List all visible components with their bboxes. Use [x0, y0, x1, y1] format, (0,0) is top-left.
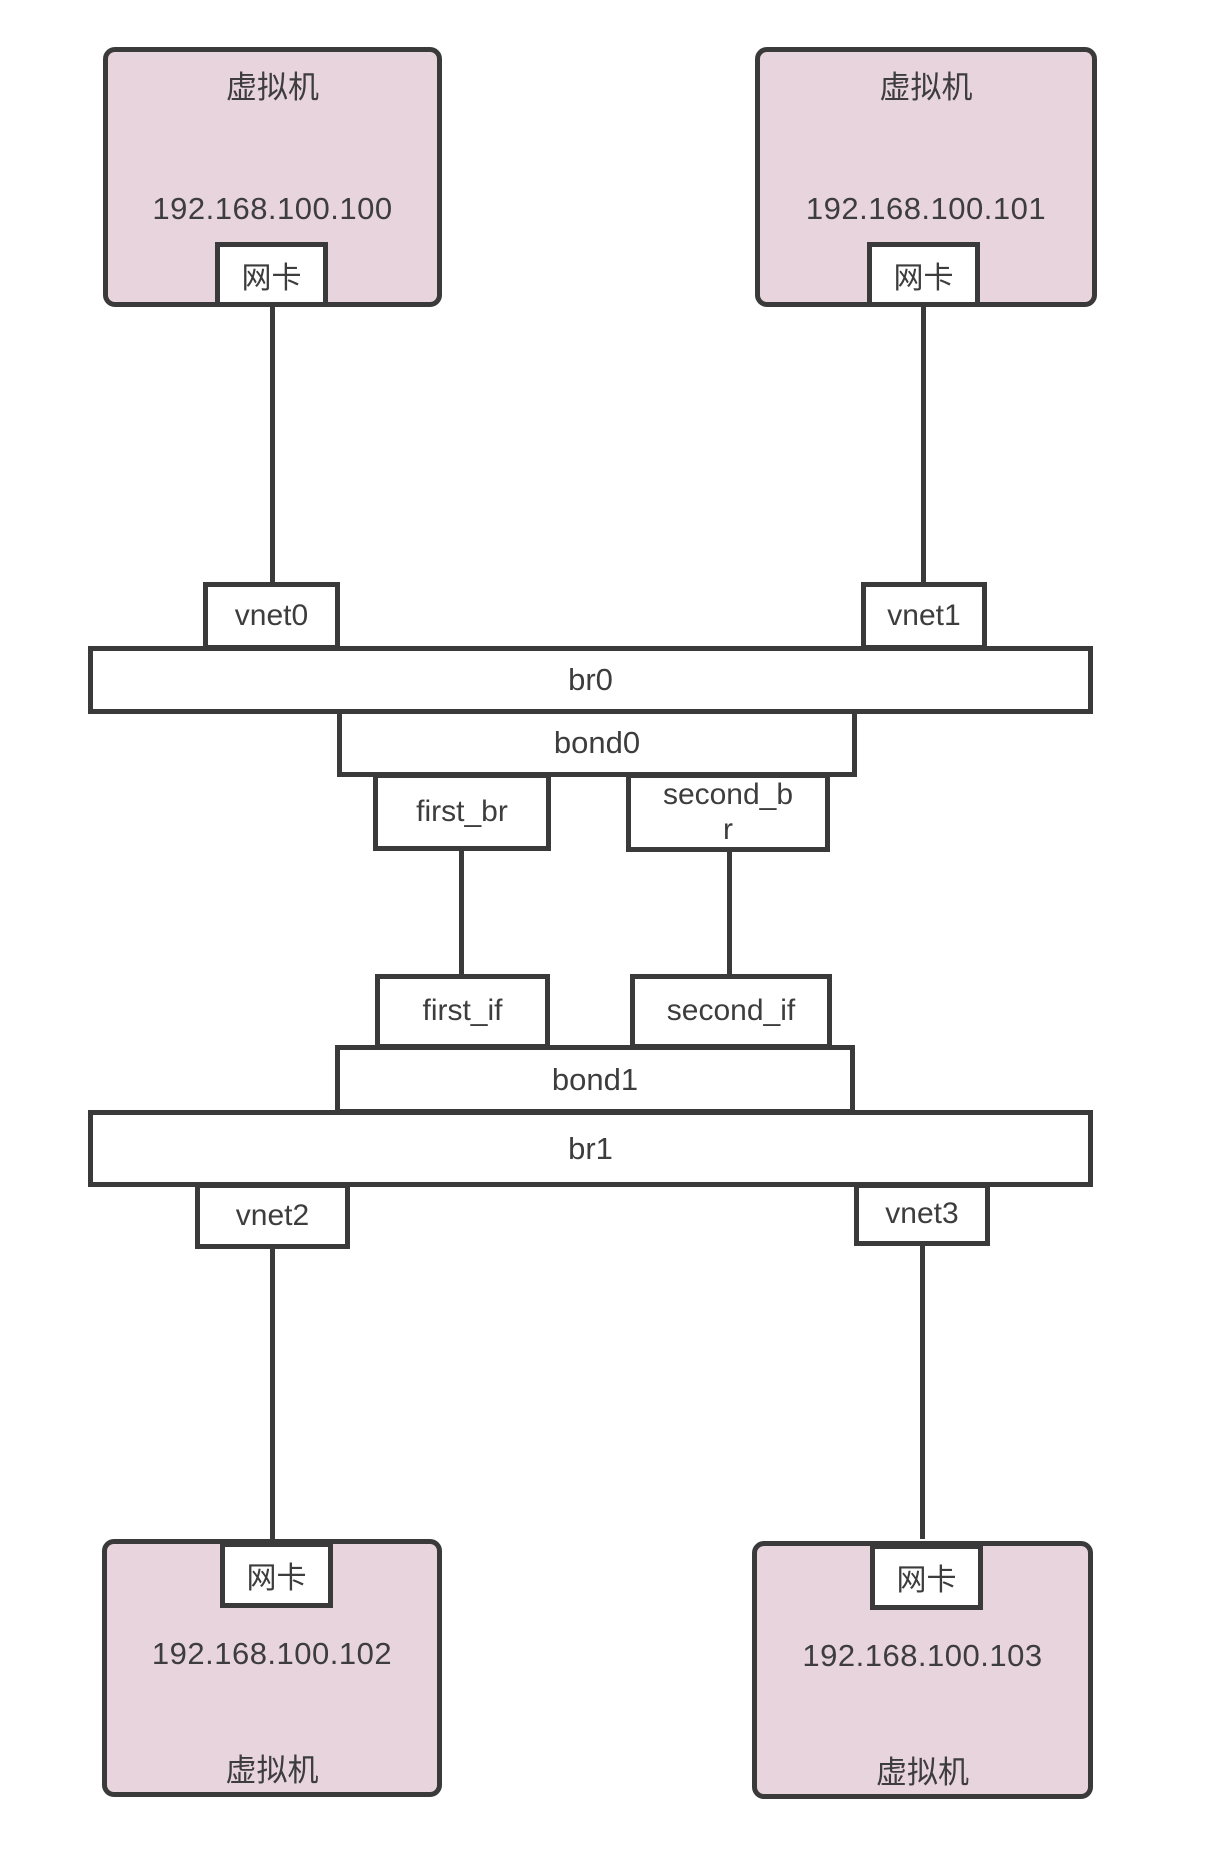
connector-vnet2-to-vm3-nic	[270, 1249, 275, 1539]
connector-vm2-nic-to-vnet1	[921, 307, 926, 582]
vnet3-label: vnet3	[885, 1197, 959, 1231]
connector-second-br-to-second-if	[727, 852, 732, 974]
vm-top-left-title: 虚拟机	[226, 70, 319, 105]
connector-vnet3-to-vm4-nic	[920, 1246, 925, 1539]
vm-bottom-right-title: 虚拟机	[876, 1755, 969, 1790]
node-first-br: first_br	[373, 773, 551, 851]
br0-label: br0	[568, 662, 613, 697]
bond1-label: bond1	[551, 1061, 639, 1097]
vm-top-right-ip: 192.168.100.101	[805, 191, 1047, 226]
vnet2-label: vnet2	[235, 1198, 310, 1232]
vm-bottom-left: 网卡 192.168.100.102 虚拟机	[102, 1539, 442, 1797]
vm-bottom-left-title: 虚拟机	[225, 1753, 319, 1788]
nic-label: 网卡	[896, 1564, 957, 1597]
vm-bottom-right-ip: 192.168.100.103	[802, 1638, 1043, 1673]
node-second-if: second_if	[630, 974, 832, 1049]
first-if-label: first_if	[422, 994, 503, 1028]
vm-top-right: 虚拟机 192.168.100.101 网卡	[755, 47, 1097, 307]
vnet1-label: vnet1	[887, 598, 961, 632]
bridge-br1: br1	[88, 1110, 1093, 1187]
vm-top-right-title: 虚拟机	[879, 70, 973, 105]
node-vnet0: vnet0	[203, 582, 340, 650]
node-first-if: first_if	[375, 974, 550, 1049]
bond0-label: bond0	[553, 725, 641, 760]
vm-bottom-left-ip: 192.168.100.102	[151, 1636, 393, 1671]
second-if-label: second_if	[666, 994, 796, 1028]
connector-first-br-to-first-if	[459, 851, 464, 974]
vm-top-left-nic: 网卡	[215, 242, 328, 307]
vm-bottom-right: 网卡 192.168.100.103 虚拟机	[752, 1541, 1093, 1799]
node-second-br: second_br	[626, 773, 830, 852]
node-vnet2: vnet2	[195, 1183, 350, 1249]
vm-bottom-right-nic: 网卡	[870, 1544, 983, 1610]
vm-bottom-left-nic: 网卡	[220, 1542, 333, 1608]
nic-label: 网卡	[893, 261, 954, 295]
nic-label: 网卡	[246, 1562, 307, 1595]
vm-top-right-nic: 网卡	[867, 242, 980, 307]
bridge-br0: br0	[88, 646, 1093, 714]
second-br-label: second_br	[662, 778, 794, 846]
nic-label: 网卡	[241, 261, 302, 295]
first-br-label: first_br	[416, 794, 508, 828]
connector-vm1-nic-to-vnet0	[270, 307, 275, 582]
node-vnet1: vnet1	[861, 582, 987, 650]
vm-top-left: 虚拟机 192.168.100.100 网卡	[103, 47, 442, 307]
bond1-bar: bond1	[335, 1045, 855, 1114]
vm-top-left-ip: 192.168.100.100	[152, 191, 393, 226]
node-vnet3: vnet3	[854, 1183, 990, 1246]
bond0-bar: bond0	[337, 709, 857, 777]
vnet0-label: vnet0	[234, 598, 309, 632]
br1-label: br1	[568, 1130, 613, 1166]
